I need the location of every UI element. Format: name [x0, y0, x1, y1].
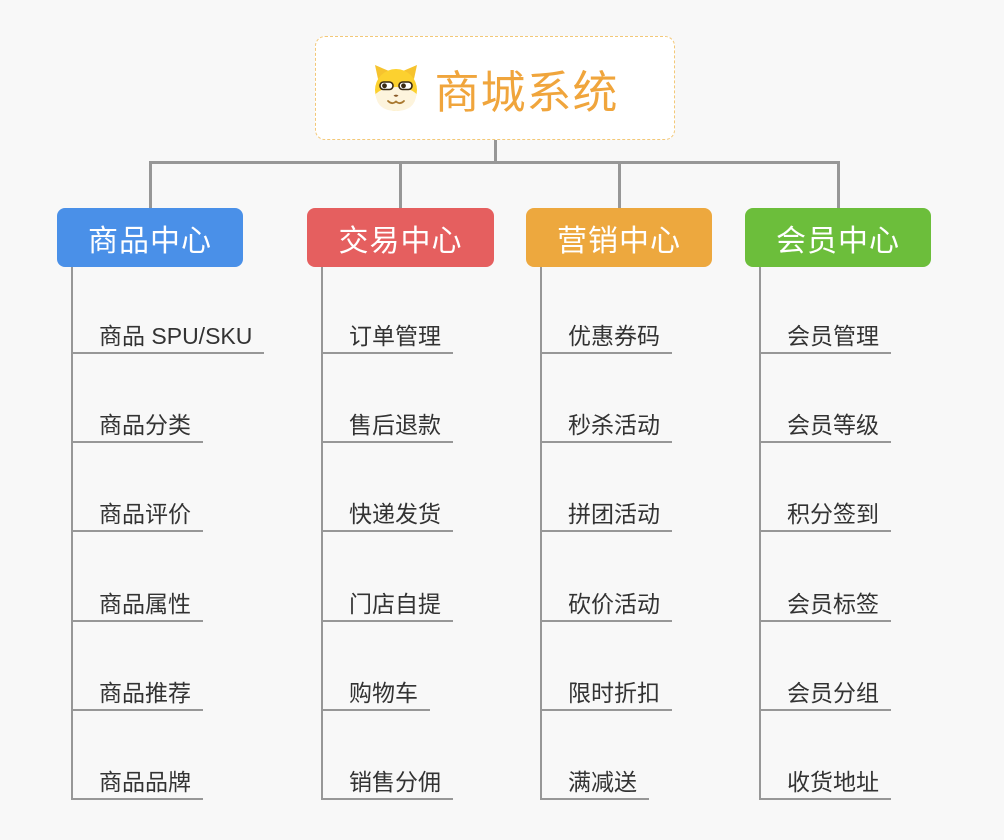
leaf-node-4-2[interactable]: 会员等级	[759, 409, 891, 443]
branch-node-label: 商品中心	[88, 224, 212, 258]
leaf-node-1-2[interactable]: 商品分类	[71, 409, 203, 443]
leaf-node-4-1[interactable]: 会员管理	[759, 320, 891, 354]
leaf-node-2-4[interactable]: 门店自提	[321, 588, 453, 622]
leaf-node-4-6[interactable]: 收货地址	[759, 766, 891, 800]
connector-trunk-3	[540, 267, 542, 800]
leaf-node-1-5[interactable]: 商品推荐	[71, 677, 203, 711]
connector-root-stub	[493, 140, 497, 164]
leaf-node-3-4[interactable]: 砍价活动	[540, 588, 672, 622]
branch-node-1[interactable]: 商品中心	[57, 208, 243, 267]
leaf-node-4-4[interactable]: 会员标签	[759, 588, 891, 622]
leaf-node-3-1[interactable]: 优惠券码	[540, 320, 672, 354]
connector-trunk-1	[71, 267, 73, 800]
leaf-node-1-6[interactable]: 商品品牌	[71, 766, 203, 800]
connector-trunk-2	[321, 267, 323, 800]
leaf-node-3-5[interactable]: 限时折扣	[540, 677, 672, 711]
branch-node-label: 交易中心	[338, 224, 463, 258]
dog-face-icon	[375, 65, 418, 111]
connector-drop-4	[836, 164, 840, 208]
leaf-node-2-5[interactable]: 购物车	[321, 677, 430, 711]
leaf-node-2-2[interactable]: 售后退款	[321, 409, 453, 443]
leaf-node-2-6[interactable]: 销售分佣	[321, 766, 453, 800]
branch-node-2[interactable]: 交易中心	[307, 208, 494, 267]
leaf-node-1-3[interactable]: 商品评价	[71, 498, 203, 532]
leaf-node-1-4[interactable]: 商品属性	[71, 588, 203, 622]
connector-drop-2	[399, 164, 402, 208]
leaf-node-4-5[interactable]: 会员分组	[759, 677, 891, 711]
connector-bus	[148, 161, 840, 164]
root-node-label: 商城系统	[434, 66, 619, 118]
connector-drop-1	[148, 164, 152, 208]
leaf-node-3-6[interactable]: 满减送	[540, 766, 649, 800]
branch-node-label: 会员中心	[776, 224, 900, 258]
branch-node-4[interactable]: 会员中心	[745, 208, 931, 267]
leaf-node-3-2[interactable]: 秒杀活动	[540, 409, 672, 443]
leaf-node-3-3[interactable]: 拼团活动	[540, 498, 672, 532]
leaf-node-1-1[interactable]: 商品 SPU/SKU	[71, 320, 265, 354]
leaf-node-2-3[interactable]: 快递发货	[321, 498, 453, 532]
root-node[interactable]: 商城系统	[315, 36, 675, 140]
connector-trunk-4	[759, 267, 761, 800]
leaf-node-2-1[interactable]: 订单管理	[321, 320, 453, 354]
connector-drop-3	[617, 164, 621, 208]
branch-node-label: 营销中心	[557, 224, 681, 258]
leaf-node-4-3[interactable]: 积分签到	[759, 498, 891, 532]
branch-node-3[interactable]: 营销中心	[526, 208, 712, 267]
